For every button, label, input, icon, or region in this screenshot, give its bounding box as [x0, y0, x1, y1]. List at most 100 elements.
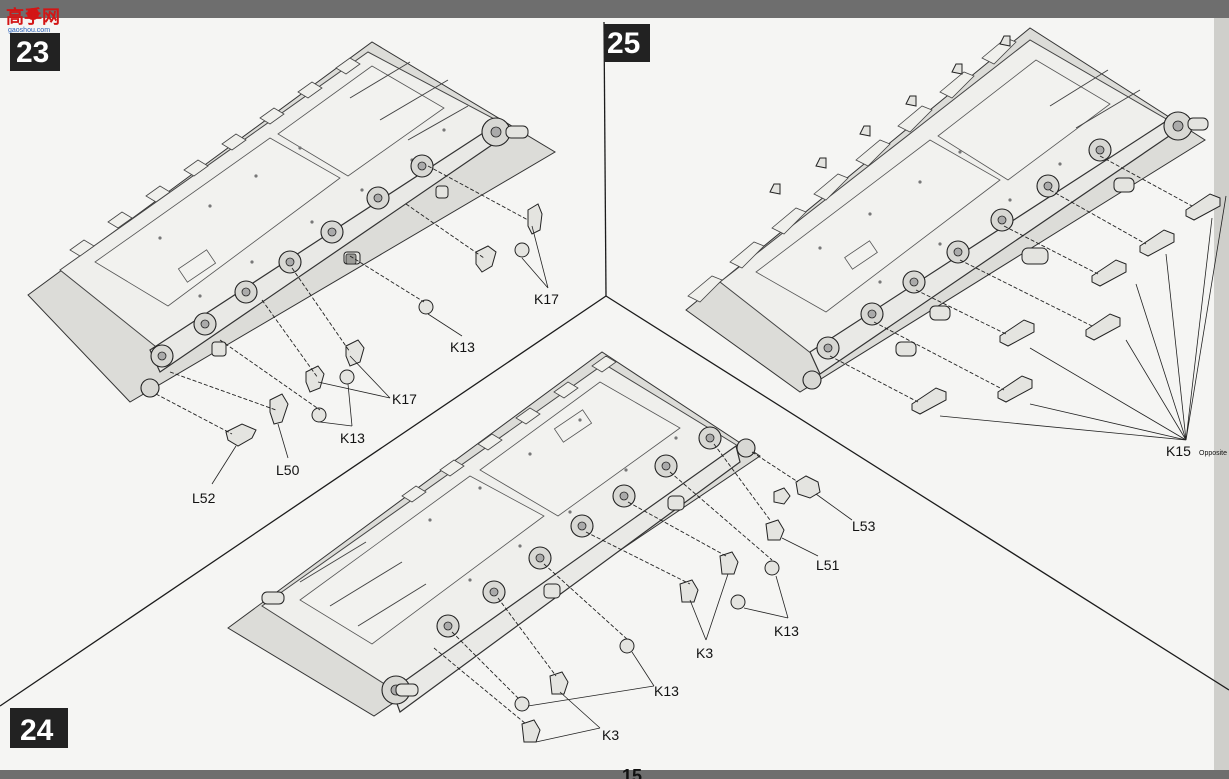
- floor-plate-25b: [937, 59, 1111, 181]
- part-k3-24a: [719, 551, 739, 575]
- callout-k15: K15: [1166, 443, 1191, 459]
- step-23-panel: 23: [10, 33, 559, 506]
- step-23-box: [10, 33, 60, 71]
- part-k3-24b: [679, 579, 699, 603]
- step-24-number: 24: [20, 714, 54, 747]
- watermark-subtext: gaoshou.com: [8, 27, 50, 34]
- part-k13-24b: [730, 594, 746, 610]
- part-k3-24c: [549, 671, 569, 695]
- link-k15-4: [1085, 313, 1121, 341]
- callout-l52: L52: [192, 490, 216, 506]
- part-k13-23a: [514, 242, 530, 258]
- rivets-24: [428, 418, 678, 582]
- link-k15-2: [1139, 229, 1175, 257]
- track-horns-25: [769, 35, 1011, 195]
- idler-24: [736, 438, 756, 458]
- hatch-24: [553, 409, 593, 443]
- deck-slots-23: [349, 61, 469, 141]
- loose-parts-24: [514, 475, 821, 743]
- hatch-25: [844, 240, 878, 270]
- callout-l53: L53: [852, 518, 876, 534]
- part-k17-23c: [345, 339, 365, 367]
- link-k15-1: [1185, 193, 1221, 221]
- callout-k3-24a: K3: [696, 645, 713, 661]
- callout-k17-23a: K17: [534, 291, 559, 307]
- watermark-text: 高手网: [6, 6, 60, 27]
- step-24-panel: 24: [10, 351, 876, 748]
- part-l52-23: [225, 423, 257, 447]
- part-k17-23d: [305, 365, 325, 393]
- hull-25: [685, 27, 1209, 393]
- callout-l50: L50: [276, 462, 300, 478]
- deck-slots-24: [299, 541, 427, 627]
- floor-plate-23a: [94, 137, 341, 307]
- part-k17-23b: [475, 245, 497, 273]
- step-25-number: 25: [607, 27, 640, 60]
- top-scan-edge: [0, 0, 1229, 18]
- link-k15-6: [997, 375, 1033, 403]
- right-scan-edge: [1214, 18, 1229, 770]
- rivets-23: [158, 128, 446, 298]
- fender-brackets-23: [69, 57, 361, 257]
- watermark-logo: 高手网 gaoshou.com: [6, 6, 60, 34]
- right-diagonal-divider: [605, 295, 1229, 691]
- road-wheel-mounts-23: [150, 154, 434, 368]
- deck-slots-25: [1049, 69, 1141, 129]
- part-l53: [795, 475, 821, 499]
- guides-23: [155, 165, 529, 435]
- idler-23: [140, 378, 160, 398]
- fender-brackets-24: [401, 355, 617, 503]
- link-k15-7: [911, 387, 947, 415]
- side-plate-24: [391, 445, 741, 713]
- idler-25: [802, 370, 822, 390]
- leaders-24: [527, 493, 853, 743]
- callout-k13-23b: K13: [340, 430, 365, 446]
- floor-plate-24b: [479, 381, 681, 517]
- leaders-23: [211, 225, 549, 485]
- link-k15-3: [1091, 259, 1127, 287]
- callout-l51: L51: [816, 557, 840, 573]
- page-number: 15: [622, 766, 642, 779]
- sprocket-hub-23: [505, 125, 529, 139]
- guides-25: [829, 155, 1193, 403]
- callout-k15-note: Opposite: [1199, 450, 1227, 457]
- callout-k17-23b: K17: [392, 391, 417, 407]
- leaders-25: [939, 195, 1227, 441]
- road-wheel-mounts-25: [816, 138, 1112, 360]
- part-l53-b: [773, 487, 791, 505]
- part-k13-23c: [339, 369, 355, 385]
- hull-23: [27, 41, 556, 403]
- callout-k13-23a: K13: [450, 339, 475, 355]
- left-diagonal-divider: [0, 295, 607, 707]
- step-24-box: [10, 708, 68, 748]
- step-25-panel: 25: [604, 24, 1227, 459]
- part-k3-24d: [521, 719, 541, 743]
- callout-k13-24a: K13: [774, 623, 799, 639]
- rivets-25: [818, 150, 1062, 284]
- track-links-25: [687, 37, 1017, 303]
- part-k13-23d: [311, 407, 327, 423]
- bottom-scan-edge: [0, 770, 1229, 779]
- part-k13-24a: [764, 560, 780, 576]
- watermark-dot-icon: [27, 8, 39, 20]
- part-k13-23b: [418, 299, 434, 315]
- floor-plate-25a: [755, 139, 1001, 313]
- floor-plate-24a: [299, 475, 545, 645]
- step-23-number: 23: [16, 36, 49, 69]
- fender-details-23: [69, 57, 361, 257]
- part-k13-24c: [619, 638, 635, 654]
- guides-24: [433, 443, 799, 725]
- hatch-23: [177, 249, 217, 283]
- track-link-parts-25: [911, 193, 1221, 415]
- vertical-divider: [603, 21, 607, 297]
- road-wheel-mounts-24: [436, 426, 722, 638]
- panel-dividers: [0, 21, 1229, 707]
- step-25-box: [604, 24, 650, 62]
- hull-24: [227, 351, 761, 717]
- loose-parts-23: [225, 203, 543, 447]
- callout-k13-24b: K13: [654, 683, 679, 699]
- part-k17-23a: [527, 203, 543, 235]
- link-k15-5: [999, 319, 1035, 347]
